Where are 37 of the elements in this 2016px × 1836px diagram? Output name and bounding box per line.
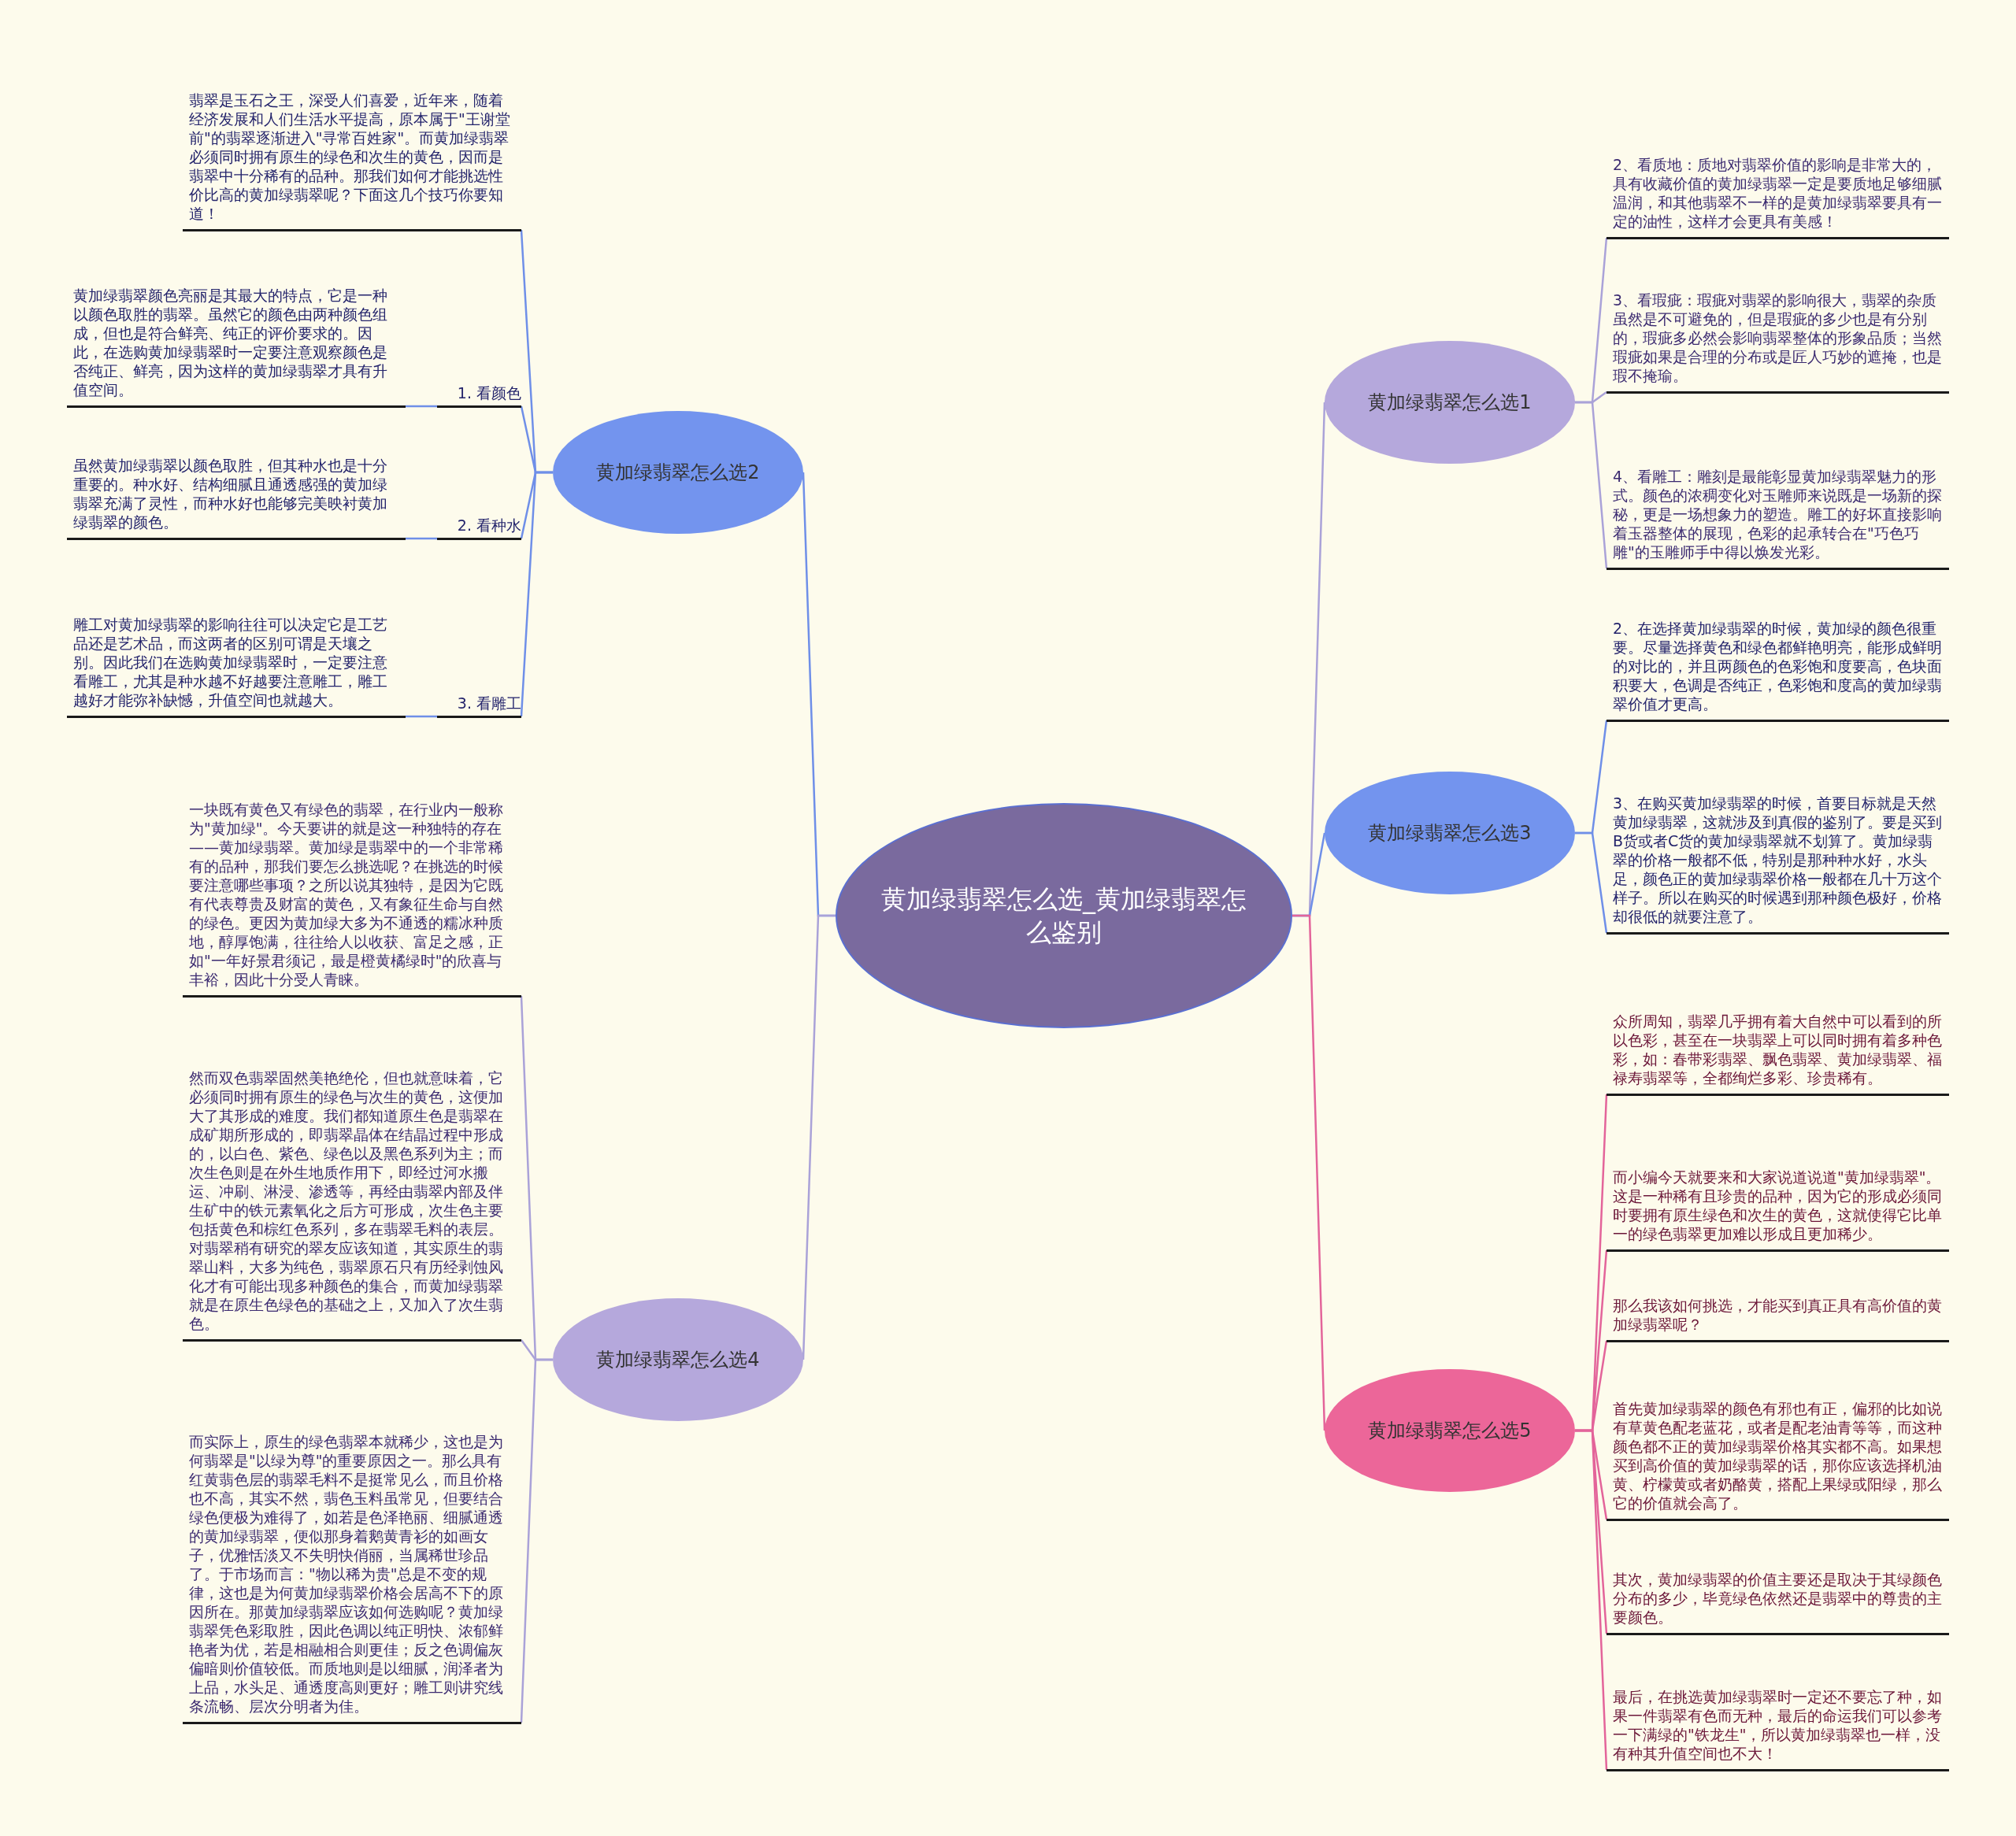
connector-line [520,1358,553,1723]
branch-title: 1. 看颜色 [437,383,521,408]
text-note: 2、看质地：质地对翡翠价值的影响是非常大的，具有收藏价值的黄加绿翡翠一定是要质地足够细腻温润，和其他翡翠不一样的是黄加绿翡翠要具有一定的油性，这样才会更具有美感！ [1606,154,1949,239]
connector-line [1575,401,1608,569]
branch-title: 2. 看种水 [437,515,521,540]
branch-title: 3. 看雕工 [437,693,521,718]
connector-line [1575,831,1608,934]
text-note: 最后，在挑选黄加绿翡翠时一定还不要忘了种，如果一件翡翠有色而无种，最后的命运我们可以参考一下满绿的"铁龙生"，所以黄加绿翡翠也一样，没有种其升值空间也不大！ [1606,1686,1949,1771]
connector-line [406,405,437,408]
text-note: 首先黄加绿翡翠的颜色有邪也有正，偏邪的比如说有草黄色配老蓝花，或者是配老油青等等，而这种颜色都不正的黄加绿翡翠价格其实都不高。如果想买到高价值的黄加绿翡翠的话，那你应该选择机油黄、柠檬黄或者奶酪黄，搭配上果绿或阳绿，那么它的价值就会高了。 [1606,1398,1949,1521]
connector-line [406,715,437,718]
text-note: 黄加绿翡翠颜色亮丽是其最大的特点，它是一种以颜色取胜的翡翠。虽然它的颜色由两种颜色组成，但也是符合鲜亮、纯正的评价要求的。因此，在选购黄加绿翡翠时一定要注意观察颜色是否纯正、鲜亮，因为这样的黄加绿翡翠才具有升值空间。 [67,285,406,408]
connector-line [802,914,836,1360]
branch-ellipse: 黄加绿翡翠怎么选5 [1325,1369,1575,1492]
text-note: 那么我该如何挑选，才能买到真正具有高价值的黄加绿翡翠呢？ [1606,1295,1949,1342]
connector-line [1292,914,1326,1431]
branch-ellipse: 黄加绿翡翠怎么选3 [1325,772,1575,894]
connector-line [406,537,437,540]
text-note: 虽然黄加绿翡翠以颜色取胜，但其种水也是十分重要的。种水好、结构细腻且通透感强的黄加绿翡翠充满了灵性，而种水好也能够完美映衬黄加绿翡翠的颜色。 [67,455,406,540]
branch-ellipse: 黄加绿翡翠怎么选4 [553,1298,803,1421]
text-note: 然而双色翡翠固然美艳绝伦，但也就意味着，它必须同时拥有原生的绿色与次生的黄色，这便加大了其形成的难度。我们都知道原生色是翡翠在成矿期所形成的，即翡翠晶体在结晶过程中形成的，以白色、紫色、绿色以及黑色系列为主；而次生色则是在外生地质作用下，即经过河水搬运、冲刷、淋浸、渗透等，再经由翡翠内部及伴生矿中的铁元素氧化之后方可形成，次生色主要包括黄色和棕红色系列，多在翡翠毛料的表层。对翡翠稍有研究的翠友应该知道，其实原生的翡翠山料，大多为纯色，翡翠原石只有历经剥蚀风化才有可能出现多种颜色的集合，而黄加绿翡翠就是在原生色绿色的基础之上，又加入了次生翡色。 [183,1068,521,1342]
text-note: 众所周知，翡翠几乎拥有着大自然中可以看到的所以色彩，甚至在一块翡翠上可以同时拥有着多种色彩，如：春带彩翡翠、飘色翡翠、黄加绿翡翠、福禄寿翡翠等，全都绚烂多彩、珍贵稀有。 [1606,1011,1949,1096]
text-note: 其次，黄加绿翡翠的价值主要还是取决于其绿颜色分布的多少，毕竟绿色依然还是翡翠中的尊贵的主要颜色。 [1606,1569,1949,1635]
text-note: 3、在购买黄加绿翡翠的时候，首要目标就是天然黄加绿翡翠，这就涉及到真假的鉴别了。要是买到B货或者C货的黄加绿翡翠就不划算了。黄加绿翡翠的价格一般都不低，特别是那种种水好，水头足，颜色正的黄加绿翡翠价格一般都在几十万这个样子。所以在购买的时候遇到那种颜色极好，价格却很低的就要注意了。 [1606,793,1949,935]
text-note: 而实际上，原生的绿色翡翠本就稀少，这也是为何翡翠是"以绿为尊"的重要原因之一。那么具有红黄翡色层的翡翠毛料不是挺常见么，而且价格也不高，其实不然，翡色玉料虽常见，但要结合绿色便极为难得了，如若是色泽艳丽、细腻通透的黄加绿翡翠，便似那身着鹅黄青衫的如画女子，优雅恬淡又不失明快俏丽，当属稀世珍品了。于市场而言："物以稀为贵"总是不变的规律，这也是为何黄加绿翡翠价格会居高不下的原因所在。那黄加绿翡翠应该如何选购呢？黄加绿翡翠凭色彩取胜，因此色调以纯正明快、浓郁鲜艳者为优，若是相融相合则更佳；反之色调偏灰偏暗则价值较低。而质地则是以细腻，润泽者为上品，水头足、通透度高则更好；雕工则讲究线条流畅、层次分明者为佳。 [183,1431,521,1724]
connector-line [1575,1429,1608,1771]
branch-ellipse: 黄加绿翡翠怎么选1 [1325,341,1575,464]
branch-ellipse: 黄加绿翡翠怎么选2 [553,411,803,534]
text-note: 3、看瑕疵：瑕疵对翡翠的影响很大，翡翠的杂质虽然是不可避免的，但是瑕疵的多少也是有分别的，瑕疵多必然会影响翡翠整体的形象品质；当然瑕疵如果是合理的分布或是匠人巧妙的遮掩，也是瑕不掩瑜。 [1606,290,1949,394]
connector-line [520,471,553,717]
text-note: 翡翠是玉石之王，深受人们喜爱，近年来，随着经济发展和人们生活水平提高，原本属于"王谢堂前"的翡翠逐渐进入"寻常百姓家"。而黄加绿翡翠必须同时拥有原生的绿色和次生的黄色，因而是翡翠中十分稀有的品种。那我们如何才能挑选性价比高的黄加绿翡翠呢？下面这几个技巧你要知道！ [183,90,521,231]
text-note: 2、在选择黄加绿翡翠的时候，黄加绿的颜色很重要。尽量选择黄色和绿色都鲜艳明亮，能形成鲜明的对比的，并且两颜色的色彩饱和度要高，色块面积要大，色调是否纯正，色彩饱和度高的黄加绿翡翠价值才更高。 [1606,618,1949,722]
text-note: 雕工对黄加绿翡翠的影响往往可以决定它是工艺品还是艺术品，而这两者的区别可谓是天壤之别。因此我们在选购黄加绿翡翠时，一定要注意看雕工，尤其是种水越不好越要注意雕工，雕工越好才能弥补缺憾，升值空间也就越大。 [67,614,406,718]
text-note: 一块既有黄色又有绿色的翡翠，在行业内一般称为"黄加绿"。今天要讲的就是这一种独特的存在——黄加绿翡翠。黄加绿是翡翠中的一个非常稀有的品种，那我们要怎么挑选呢？在挑选的时候要注意哪些事项？之所以说其独特，是因为它既有代表尊贵及财富的黄色，又有象征生命与自然的绿色。更因为黄加绿大多为不通透的糯冰种质地，醇厚饱满，往往给人以收获、富足之感，正如"一年好景君须记，最是橙黄橘绿时"的欣喜与丰裕，因此十分受人青睐。 [183,799,521,998]
text-note: 4、看雕工：雕刻是最能彰显黄加绿翡翠魅力的形式。颜色的浓稠变化对玉雕师来说既是一场新的探秘，更是一场想象力的塑造。雕工的好坏直接影响着玉器整体的展现，色彩的起承转合在"巧色巧雕"的玉雕师手中得以焕发光彩。 [1606,466,1949,570]
text-note: 而小编今天就要来和大家说道说道"黄加绿翡翠"。这是一种稀有且珍贵的品种，因为它的形成必须同时要拥有原生绿色和次生的黄色，这就使得它比单一的绿色翡翠更加难以形成且更加稀少。 [1606,1167,1949,1252]
topic-ellipse: 黄加绿翡翠怎么选_黄加绿翡翠怎么鉴别 [836,803,1292,1028]
